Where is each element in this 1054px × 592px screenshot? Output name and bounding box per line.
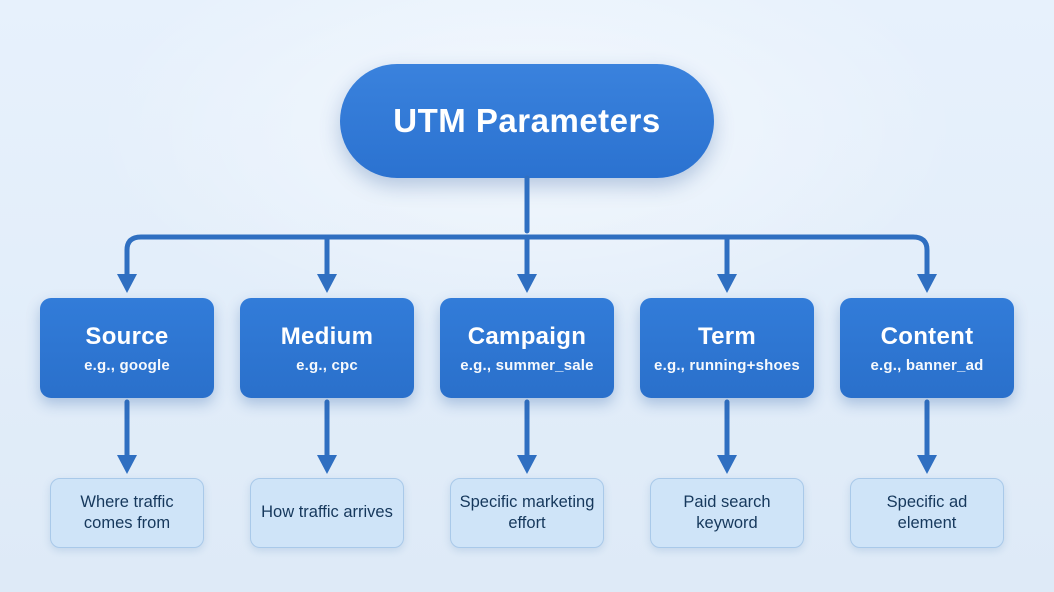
distribution-bar-line: [124, 234, 930, 279]
arrow-down-icon: [717, 455, 737, 474]
arrow-down-icon: [317, 274, 337, 293]
arrow-down-icon: [117, 455, 137, 474]
arrow-down-icon: [317, 455, 337, 474]
arrow-down-icon: [517, 274, 537, 293]
diagram-title: UTM Parameters: [393, 102, 661, 139]
description-node-source: Where traffic comes from: [50, 478, 204, 548]
param-example: e.g., google: [84, 356, 170, 374]
arrow-down-icon: [117, 274, 137, 293]
description-node-campaign: Specific marketing effort: [450, 478, 604, 548]
description-text: How traffic arrives: [261, 503, 393, 522]
param-example: e.g., banner_ad: [870, 356, 984, 374]
param-node-term: Term e.g., running+shoes: [640, 298, 814, 398]
description-node-term: Paid search keyword: [650, 478, 804, 548]
param-node-campaign: Campaign e.g., summer_sale: [440, 298, 614, 398]
param-title: Content: [880, 322, 974, 350]
arrow-down-icon: [917, 455, 937, 474]
param-example: e.g., cpc: [296, 356, 358, 374]
description-text: Paid search keyword: [683, 492, 771, 532]
param-title: Medium: [280, 322, 374, 350]
arrow-down-icon: [917, 274, 937, 293]
description-node-content: Specific ad element: [850, 478, 1004, 548]
param-node-source: Source e.g., google: [40, 298, 214, 398]
description-text: Specific ad element: [886, 492, 968, 532]
arrow-down-icon: [717, 274, 737, 293]
param-title: Source: [85, 322, 169, 350]
param-title: Term: [697, 322, 757, 350]
param-node-medium: Medium e.g., cpc: [240, 298, 414, 398]
param-example: e.g., summer_sale: [460, 356, 594, 374]
arrow-down-icon: [517, 455, 537, 474]
description-text: Where traffic comes from: [80, 492, 174, 532]
description-text: Specific marketing effort: [459, 492, 595, 532]
param-node-content: Content e.g., banner_ad: [840, 298, 1014, 398]
root-node-utm-parameters: UTM Parameters: [340, 64, 714, 178]
description-node-medium: How traffic arrives: [250, 478, 404, 548]
param-example: e.g., running+shoes: [654, 356, 800, 374]
param-title: Campaign: [467, 322, 587, 350]
